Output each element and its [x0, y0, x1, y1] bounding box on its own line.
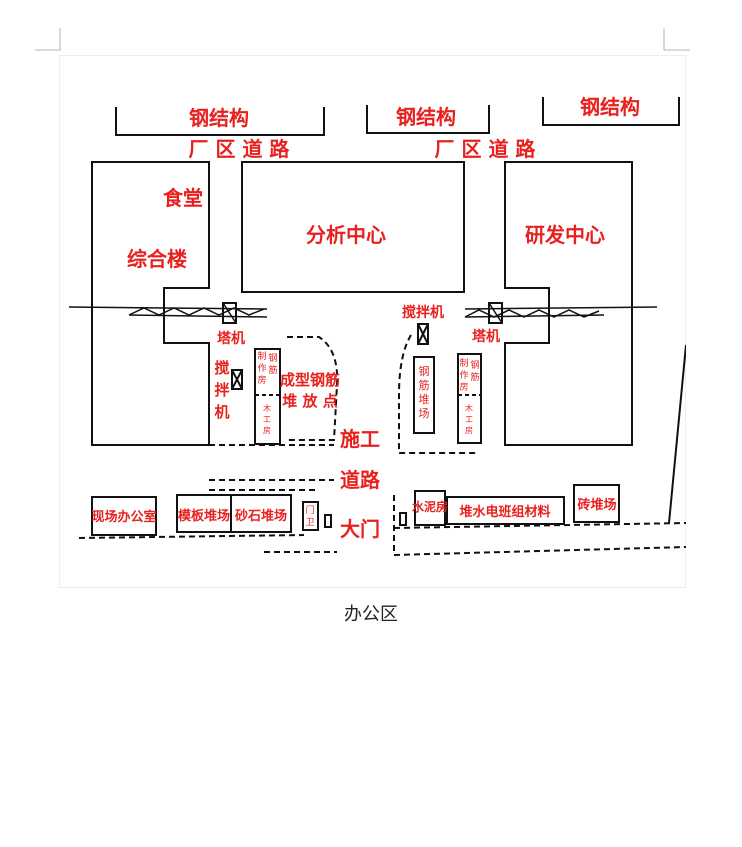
label-wood-right-3: 房 [465, 425, 473, 435]
label-rd-center: 研发中心 [525, 223, 605, 247]
guard-post-outline [302, 501, 319, 531]
steel-structure-right-outline [542, 97, 680, 126]
label-tower-crane-right: 塔机 [472, 328, 500, 345]
tower-crane-left [68, 302, 268, 324]
rd-center-outline [504, 161, 633, 446]
label-rebar-right-1: 钢 [470, 359, 479, 371]
label-wood-left-1: 木 [263, 403, 271, 413]
mixer-left-symbol [231, 369, 243, 390]
label-complex-building: 综合楼 [127, 247, 187, 271]
label-construction-road-1: 施工 [340, 427, 380, 451]
rebar-yard-block [413, 356, 435, 434]
mixer-right-symbol [417, 323, 429, 345]
label-gate: 大门 [340, 517, 380, 541]
site-plan-drawing: 钢结构 钢结构 钢结构 厂 区 道 路 厂 区 道 路 食堂 综合楼 分析中心 … [58, 54, 687, 589]
label-construction-road-2: 道路 [340, 468, 381, 492]
label-rebar-left-2: 筋 [268, 364, 277, 376]
crop-marks [35, 28, 690, 51]
brick-yard-outline [573, 484, 620, 523]
label-steel-mid: 钢结构 [396, 105, 456, 129]
label-fab-left-2: 作 [257, 362, 266, 374]
label-mixer-right: 搅拌机 [402, 304, 444, 321]
label-wood-left-2: 工 [263, 415, 271, 424]
label-brick-yard: 砖堆场 [577, 497, 616, 513]
label-rebar-yard-4: 场 [419, 406, 430, 420]
formed-rebar-boundary [287, 336, 339, 441]
label-fab-left-3: 房 [257, 374, 266, 386]
label-rebar-yard-1: 钢 [419, 365, 430, 378]
label-road-right: 厂 区 道 路 [435, 137, 537, 161]
electrician-materials-outline [446, 496, 565, 525]
label-rebar-left-1: 钢 [268, 352, 277, 364]
label-canteen: 食堂 [163, 186, 203, 210]
label-wood-right-1: 木 [465, 403, 473, 413]
label-formwork-yard: 模板堆场 [178, 508, 230, 524]
label-fab-left-1: 制 [257, 350, 266, 362]
steel-structure-mid-outline [366, 105, 490, 134]
label-road-left: 厂 区 道 路 [189, 137, 291, 161]
site-plan-image: 钢结构 钢结构 钢结构 厂 区 道 路 厂 区 道 路 食堂 综合楼 分析中心 … [58, 54, 687, 589]
label-wood-right-2: 工 [465, 415, 473, 424]
site-office-outline [91, 496, 157, 536]
label-site-office: 现场办公室 [91, 509, 156, 525]
sand-yard-outline [230, 494, 292, 533]
complex-building-outline [91, 161, 210, 446]
steel-structure-left-outline [115, 107, 325, 136]
label-fab-right-1: 制 [459, 357, 468, 369]
label-sand-yard: 砂石堆场 [234, 508, 287, 524]
label-fab-right-3: 房 [459, 381, 468, 393]
label-mixer-left-3: 机 [214, 403, 229, 421]
gate-pillar-left [324, 514, 332, 528]
label-mixer-left-2: 拌 [214, 381, 229, 399]
label-steel-right: 钢结构 [580, 95, 640, 119]
label-mixer-left-1: 搅 [214, 359, 229, 377]
label-rebar-yard-2: 筋 [419, 378, 430, 392]
tower-crane-right [464, 302, 658, 324]
label-analysis-center: 分析中心 [306, 223, 386, 247]
figure-caption: 办公区 [344, 604, 398, 625]
fab-rebar-block-left [254, 348, 281, 445]
label-cement-room: 水泥房 [412, 499, 448, 514]
site-boundary-right [668, 344, 687, 524]
label-fab-right-2: 作 [459, 369, 468, 381]
analysis-center-outline [241, 161, 465, 293]
label-wood-left-3: 房 [263, 425, 271, 435]
label-tower-crane-left: 塔机 [217, 330, 245, 347]
fab-rebar-block-right [457, 353, 482, 444]
label-rebar-yard-3: 堆 [419, 393, 430, 406]
cement-room-outline [414, 490, 446, 526]
label-guard-1: 门 [305, 504, 314, 516]
mixer-right-boundary [398, 334, 479, 454]
label-guard-2: 卫 [305, 518, 314, 528]
label-formed-rebar-1: 成型钢筋 [280, 371, 340, 389]
label-steel-left: 钢结构 [189, 106, 249, 130]
label-rebar-right-2: 筋 [470, 371, 479, 383]
label-formed-rebar-2: 堆 放 点 [282, 392, 337, 410]
gate-pillar-right [399, 512, 407, 526]
label-electrician-materials: 堆水电班组材料 [459, 504, 550, 520]
